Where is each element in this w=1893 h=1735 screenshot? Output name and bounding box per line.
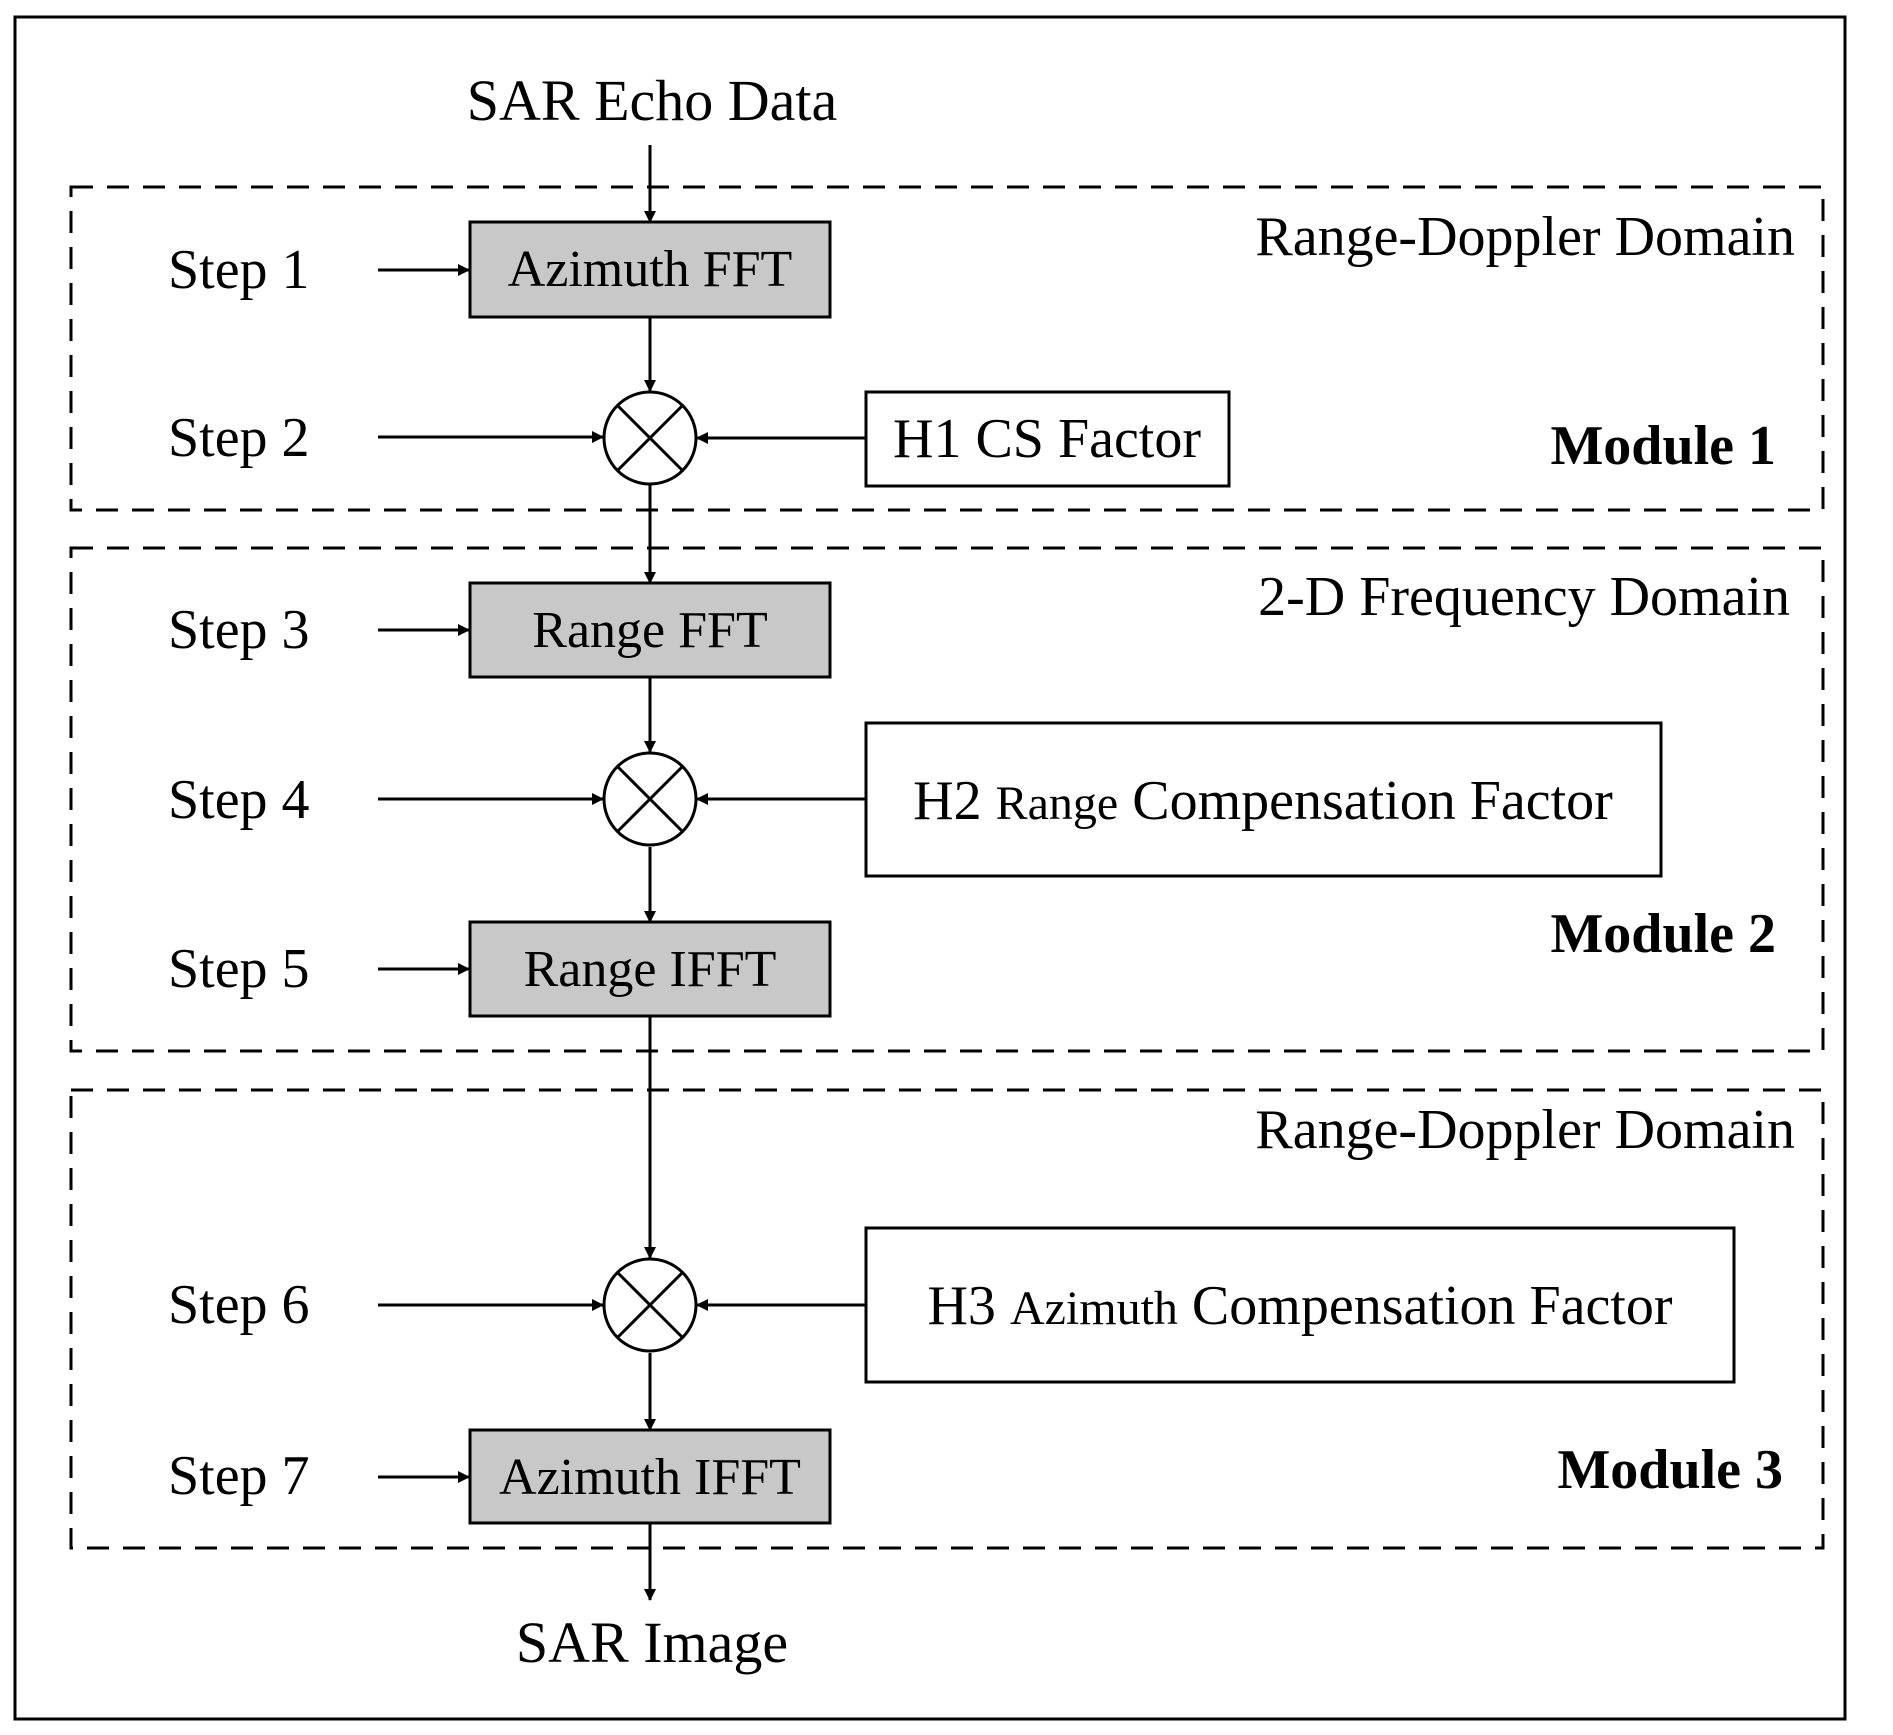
module-2-domain: 2-D Frequency Domain — [1258, 566, 1790, 628]
azimuth-ifft-label: Azimuth IFFT — [499, 1449, 801, 1506]
multiplier-1-icon — [602, 390, 698, 486]
outer-frame — [13, 15, 1847, 1721]
input-label: SAR Echo Data — [467, 68, 838, 133]
module-1-box — [69, 185, 1825, 512]
h3-prefix: H3 — [927, 1275, 995, 1337]
range-fft-block: Range FFT — [468, 581, 832, 679]
module-3-box — [69, 1088, 1825, 1550]
h3-factor-text: H3 Azimuth Compensation Factor — [927, 1275, 1672, 1337]
step-7-label: Step 7 — [168, 1445, 310, 1507]
h2-mid: Range — [996, 777, 1119, 830]
azimuth-fft-block: Azimuth FFT — [468, 220, 832, 319]
azimuth-ifft-block: Azimuth IFFT — [468, 1428, 832, 1525]
module-1-domain: Range-Doppler Domain — [1255, 206, 1795, 268]
step-2-label: Step 2 — [168, 407, 310, 469]
h2-rest: Compensation Factor — [1132, 770, 1613, 832]
range-ifft-label: Range IFFT — [524, 941, 777, 998]
module-3-label: Module 3 — [1557, 1439, 1783, 1501]
module-1-label: Module 1 — [1550, 415, 1776, 477]
h1-factor-label: H1 CS Factor — [893, 408, 1201, 470]
step-6-label: Step 6 — [168, 1274, 310, 1336]
output-label: SAR Image — [516, 1610, 788, 1675]
step-1-label: Step 1 — [168, 239, 310, 301]
h2-factor-text: H2 Range Compensation Factor — [913, 770, 1613, 832]
step-4-label: Step 4 — [168, 769, 310, 831]
h2-factor-box: H2 Range Compensation Factor — [864, 721, 1663, 878]
step-5-label: Step 5 — [168, 938, 310, 1000]
step-3-label: Step 3 — [168, 599, 310, 661]
range-ifft-block: Range IFFT — [468, 920, 832, 1018]
h1-factor-box: H1 CS Factor — [864, 390, 1231, 488]
range-fft-label: Range FFT — [532, 602, 767, 659]
h3-factor-box: H3 Azimuth Compensation Factor — [864, 1226, 1736, 1384]
h3-mid: Azimuth — [1010, 1282, 1178, 1335]
h2-prefix: H2 — [913, 770, 981, 832]
multiplier-3-icon — [602, 1257, 698, 1353]
azimuth-fft-label: Azimuth FFT — [508, 241, 793, 298]
multiplier-2-icon — [602, 751, 698, 847]
module-2-label: Module 2 — [1550, 903, 1776, 965]
module-3-domain: Range-Doppler Domain — [1255, 1099, 1795, 1161]
h3-rest: Compensation Factor — [1192, 1275, 1673, 1337]
module-2-box — [69, 546, 1825, 1053]
